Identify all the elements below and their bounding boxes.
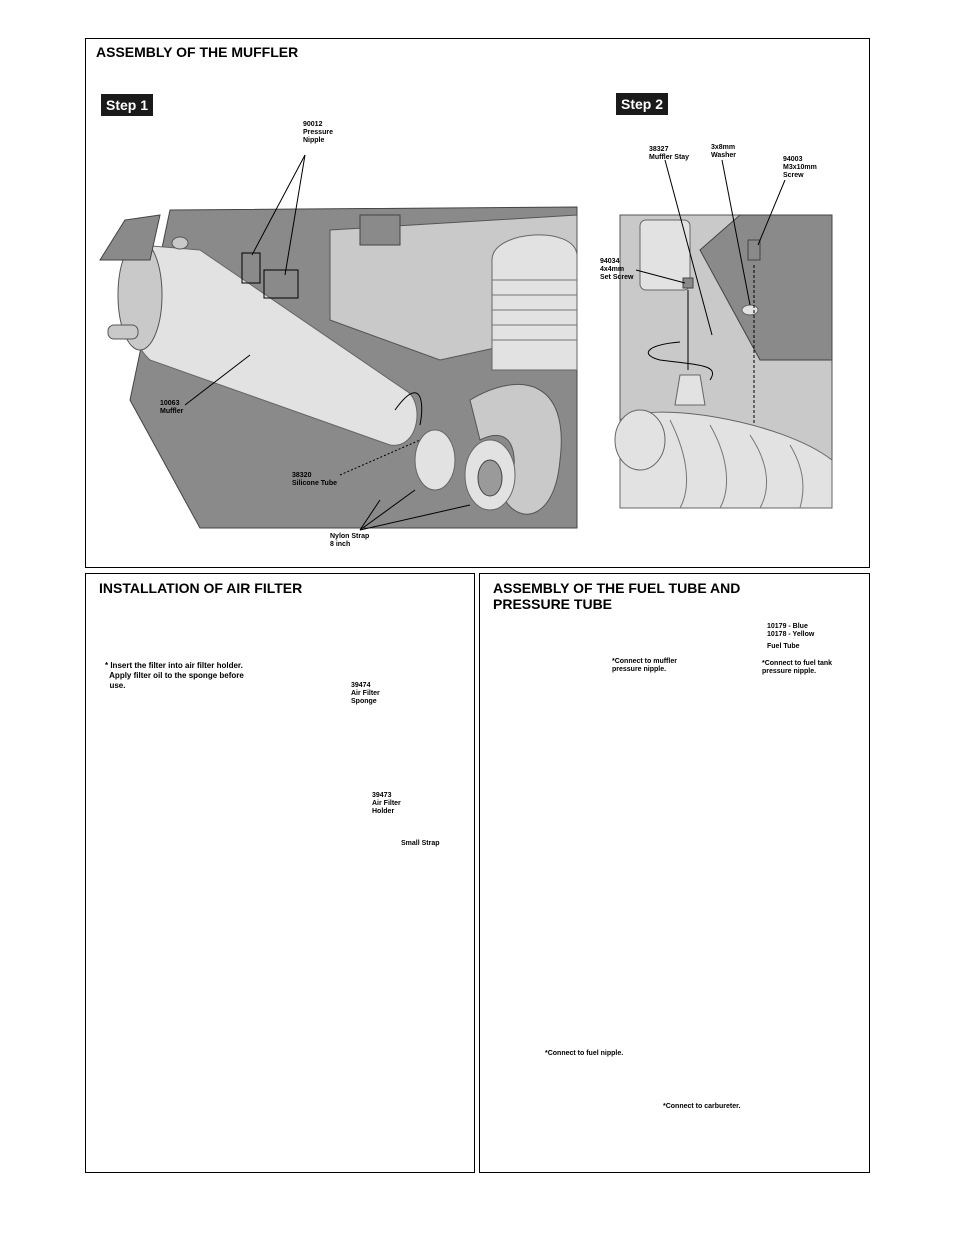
label-fuel-nipple: *Connect to fuel nipple. [545, 1050, 624, 1057]
label-fuel-tube: Fuel Tube [767, 643, 800, 650]
label-muffler-nipple: *Connect to muffler pressure nipple. [612, 658, 677, 673]
label-screw: 94003 M3x10mm Screw [783, 156, 817, 179]
label-tank-nipple: *Connect to fuel tank pressure nipple. [762, 660, 833, 675]
step2-badge: Step 2 [616, 93, 669, 115]
label-carburetor: *Connect to carbureter. [663, 1103, 741, 1110]
label-muffler-stay: 38327 Muffler Stay [649, 146, 690, 161]
label-washer: 3x8mm Washer [711, 144, 737, 159]
label-nylon-strap: Nylon Strap 8 inch [330, 533, 370, 548]
label-pressure-nipple: 90012 Pressure Nipple [303, 121, 333, 144]
step1-leaders [184, 154, 471, 531]
step1-illustration [99, 206, 578, 529]
step1-badge: Step 1 [101, 94, 154, 116]
fuel-tube-title-line1: ASSEMBLY OF THE FUEL TUBE AND [493, 580, 741, 596]
step2-illustration [614, 214, 833, 509]
label-air-filter-sponge: 39474 Air Filter Sponge [351, 682, 380, 705]
air-filter-panel [85, 573, 475, 1173]
fuel-tube-panel [479, 573, 870, 1173]
label-air-filter-holder: 39473 Air Filter Holder [372, 792, 401, 815]
fuel-tube-title-line2: PRESSURE TUBE [493, 596, 613, 612]
label-tube-part-numbers: 10179 - Blue 10178 - Yellow [767, 623, 815, 638]
label-muffler: 10063 Muffler [160, 400, 184, 415]
label-silicone-tube: 38320 Silicone Tube [292, 472, 337, 487]
air-filter-title: INSTALLATION OF AIR FILTER [99, 580, 303, 596]
air-filter-note: * Insert the filter into air filter hold… [105, 661, 244, 690]
muffler-title: ASSEMBLY OF THE MUFFLER [96, 44, 299, 60]
label-set-screw: 94034 4x4mm Set Screw [600, 258, 634, 281]
step2-leaders [635, 159, 786, 425]
label-small-strap: Small Strap [401, 840, 440, 847]
